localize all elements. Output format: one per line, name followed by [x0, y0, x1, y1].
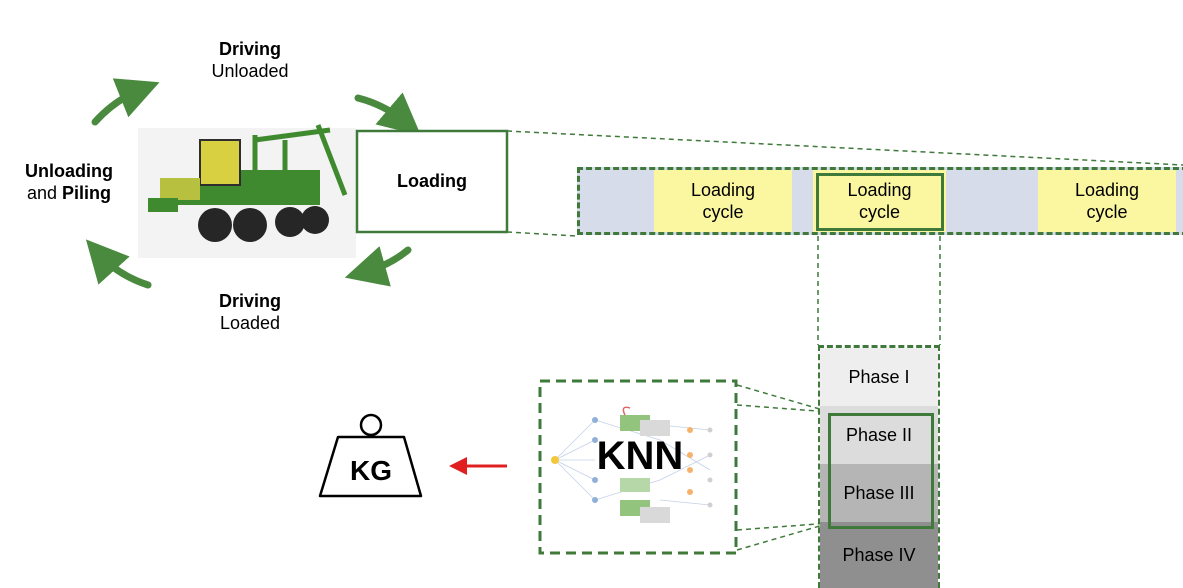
- zoom-lines-loading: [506, 130, 1183, 237]
- node-piling-bold: Piling: [62, 183, 112, 203]
- loading-cycle-1-line1: Loading: [690, 180, 756, 200]
- arrow-bottom-to-left: [85, 239, 152, 289]
- node-driving-unloaded: Driving Unloaded: [185, 38, 315, 82]
- arrow-left-to-top: [91, 78, 160, 126]
- forwarder-machine-icon: [138, 124, 356, 258]
- loading-cycle-1-line2: cycle: [702, 202, 744, 222]
- phases-selection-box: [828, 413, 934, 529]
- arrow-top-to-right: [354, 92, 422, 136]
- node-loading-label: Loading: [397, 171, 467, 191]
- loading-cycle-2-line2: cycle: [858, 202, 900, 222]
- loading-cycle-2-highlight: [816, 173, 944, 231]
- loading-cycle-3-line2: cycle: [1086, 202, 1128, 222]
- node-driving-unloaded-normal: Unloaded: [211, 61, 289, 81]
- kg-label: KG: [350, 455, 392, 486]
- node-driving-unloaded-bold: Driving: [218, 39, 281, 59]
- loading-cycle-2-line1: Loading: [847, 180, 912, 200]
- loading-node-box: [355, 129, 509, 234]
- arrow-right-to-bottom: [344, 246, 412, 287]
- zoom-lines-cycle: [817, 236, 941, 345]
- node-driving-loaded-bold: Driving: [218, 291, 281, 311]
- phase-4: Phase IV: [820, 522, 938, 588]
- weight-icon: [318, 413, 423, 498]
- node-driving-loaded-normal: Loaded: [219, 313, 281, 333]
- node-and-text: and: [26, 183, 63, 203]
- node-unloading-piling: Unloading and Piling: [4, 160, 134, 204]
- loading-cycle-3-line1: Loading: [1074, 180, 1140, 200]
- node-driving-loaded: Driving Loaded: [185, 290, 315, 334]
- phase-1: Phase I: [820, 348, 938, 406]
- knn-box: [538, 379, 738, 555]
- node-unloading-bold: Unloading: [25, 161, 113, 181]
- neural-network-icon: [551, 406, 713, 523]
- phase-3: Phase III: [820, 464, 938, 522]
- cycle-arrows: [85, 78, 422, 289]
- zoom-lines-phases: [736, 384, 831, 551]
- knn-label: KNN: [596, 434, 684, 478]
- phases-frame: [818, 345, 940, 588]
